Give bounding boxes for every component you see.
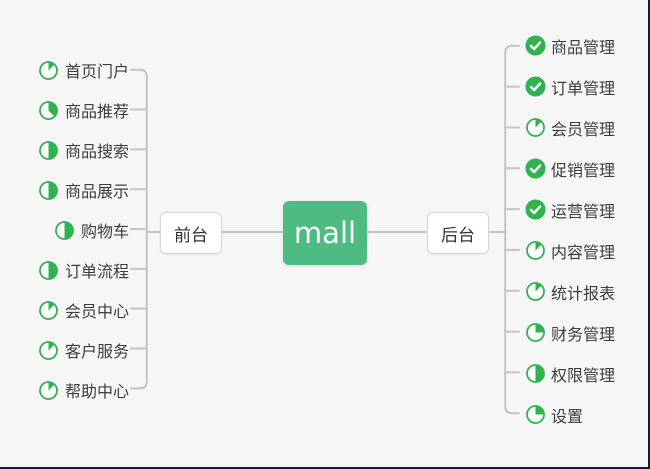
topic-item[interactable]: 订单流程 [38, 250, 129, 290]
pie-progress-icon [524, 363, 546, 385]
pie-progress-icon [54, 219, 76, 241]
topic-item[interactable]: 订单管理 [524, 66, 615, 107]
pie-progress-icon [38, 299, 60, 321]
topic-label: 商品推荐 [64, 102, 129, 121]
topic-label: 会员管理 [551, 119, 616, 139]
topic-item[interactable]: 促销管理 [524, 148, 615, 189]
topic-label: 商品搜索 [64, 142, 129, 161]
pie-progress-icon [38, 339, 60, 361]
pie-progress-icon [38, 179, 60, 201]
pie-progress-icon [38, 59, 60, 81]
branch-topic-front[interactable]: 前台 [160, 212, 222, 254]
pie-progress-icon [38, 139, 60, 161]
pie-progress-icon [38, 99, 60, 121]
branch-topic-front-label: 前台 [174, 225, 208, 246]
topic-label: 促销管理 [551, 160, 616, 180]
topic-item[interactable]: 运营管理 [524, 189, 615, 230]
topic-label: 内容管理 [551, 242, 616, 262]
topic-item[interactable]: 商品推荐 [38, 90, 129, 130]
topic-item[interactable]: 客户服务 [38, 330, 129, 370]
topic-label: 首页门户 [64, 62, 129, 81]
root-topic-label: mall [293, 216, 357, 250]
pie-progress-icon [524, 240, 546, 262]
topic-label: 会员中心 [64, 302, 129, 321]
topic-item[interactable]: 商品管理 [524, 25, 615, 66]
pie-progress-icon [524, 117, 546, 139]
topic-label: 订单流程 [64, 262, 129, 281]
topic-label: 设置 [551, 406, 584, 426]
check-complete-icon [524, 76, 546, 98]
pie-progress-icon [38, 379, 60, 401]
topic-label: 财务管理 [551, 324, 616, 344]
pie-progress-icon [524, 281, 546, 303]
branch-topic-back-label: 后台 [441, 225, 475, 246]
topic-item[interactable]: 商品展示 [38, 170, 129, 210]
topic-item[interactable]: 帮助中心 [38, 370, 129, 410]
topic-label: 统计报表 [551, 283, 616, 303]
topic-label: 权限管理 [551, 365, 616, 385]
topic-label: 订单管理 [551, 78, 616, 98]
back-branch-items: 商品管理订单管理会员管理促销管理运营管理内容管理统计报表财务管理权限管理设置 [524, 25, 615, 435]
topic-item[interactable]: 购物车 [54, 210, 129, 250]
topic-item[interactable]: 统计报表 [524, 271, 615, 312]
topic-item[interactable]: 首页门户 [38, 50, 129, 90]
topic-item[interactable]: 设置 [524, 394, 583, 435]
topic-label: 客户服务 [64, 342, 129, 361]
topic-item[interactable]: 财务管理 [524, 312, 615, 353]
topic-item[interactable]: 商品搜索 [38, 130, 129, 170]
topic-item[interactable]: 权限管理 [524, 353, 615, 394]
topic-label: 运营管理 [551, 201, 616, 221]
topic-item[interactable]: 内容管理 [524, 230, 615, 271]
topic-label: 商品管理 [551, 37, 616, 57]
topic-item[interactable]: 会员管理 [524, 107, 615, 148]
topic-label: 购物车 [80, 222, 129, 241]
check-complete-icon [524, 158, 546, 180]
topic-label: 商品展示 [64, 182, 129, 201]
topic-item[interactable]: 会员中心 [38, 290, 129, 330]
check-complete-icon [524, 199, 546, 221]
pie-progress-icon [38, 259, 60, 281]
pie-progress-icon [524, 404, 546, 426]
branch-topic-back[interactable]: 后台 [427, 212, 489, 254]
pie-progress-icon [524, 322, 546, 344]
front-branch-items: 首页门户商品推荐商品搜索商品展示购物车订单流程会员中心客户服务帮助中心 [38, 50, 129, 410]
check-complete-icon [524, 35, 546, 57]
topic-label: 帮助中心 [64, 382, 129, 401]
root-topic-mall[interactable]: mall [283, 201, 367, 265]
